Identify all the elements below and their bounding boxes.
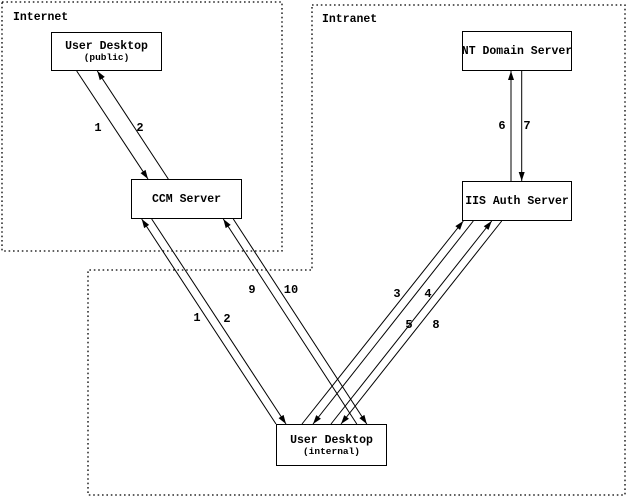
flow-arrow-1-user-desktop-public-to-ccm-server [76,70,149,180]
node-user-desktop-internal: User Desktop(internal) [276,424,387,466]
flow-arrow-2-ccm-server-to-user-desktop-public [96,70,169,180]
node-user-desktop-public: User Desktop(public) [51,32,162,71]
flow-step-label-7: 7 [523,119,530,133]
zone-boundary-internet [1,1,283,252]
flow-step-label-9: 9 [248,283,255,297]
flow-step-label-6: 6 [498,119,505,133]
flow-step-label-10: 10 [284,283,298,297]
flow-arrow-9-user-desktop-internal-to-ccm-server [222,218,358,425]
flow-step-label-2: 2 [136,121,143,135]
zone-boundary-intranet [87,4,626,496]
node-title: User Desktop [290,433,373,447]
flow-arrow-8-iis-auth-server-to-user-desktop-internal [340,220,503,425]
flow-step-label-2: 2 [223,312,230,326]
flow-step-label-1: 1 [193,311,200,325]
flow-step-label-3: 3 [393,287,400,301]
edges-layer [76,70,525,425]
node-title: User Desktop [65,40,148,53]
flow-step-label-5: 5 [405,318,412,332]
node-title: NT Domain Server [461,44,573,58]
node-title: CCM Server [151,192,221,206]
flow-arrow-3-user-desktop-internal-to-iis-auth-server [301,220,464,425]
zone-label-internet: Internet [13,11,68,24]
node-title: IIS Auth Server [465,194,569,208]
flow-arrow-4-iis-auth-server-to-user-desktop-internal [312,220,474,425]
node-nt-domain-server: NT Domain Server [462,31,572,71]
node-subtitle: (internal) [302,445,360,457]
zone-label-intranet: Intranet [322,13,377,26]
flow-arrow-5-user-desktop-internal-to-iis-auth-server [330,220,493,425]
flow-arrow-2-ccm-server-to-user-desktop-internal [151,218,287,425]
flow-step-label-8: 8 [432,318,439,332]
flow-arrow-10-ccm-server-to-user-desktop-internal [232,218,368,425]
flow-step-label-1: 1 [94,121,101,135]
flow-step-label-4: 4 [424,287,431,301]
flow-arrow-1-user-desktop-internal-to-ccm-server [141,218,277,425]
node-ccm-server: CCM Server [131,179,242,219]
edge-labels-layer: 1 2 1 2 9 10 3 4 5 8 6 7 [94,119,530,332]
node-subtitle: (public) [83,52,130,63]
node-iis-auth-server: IIS Auth Server [462,181,572,221]
